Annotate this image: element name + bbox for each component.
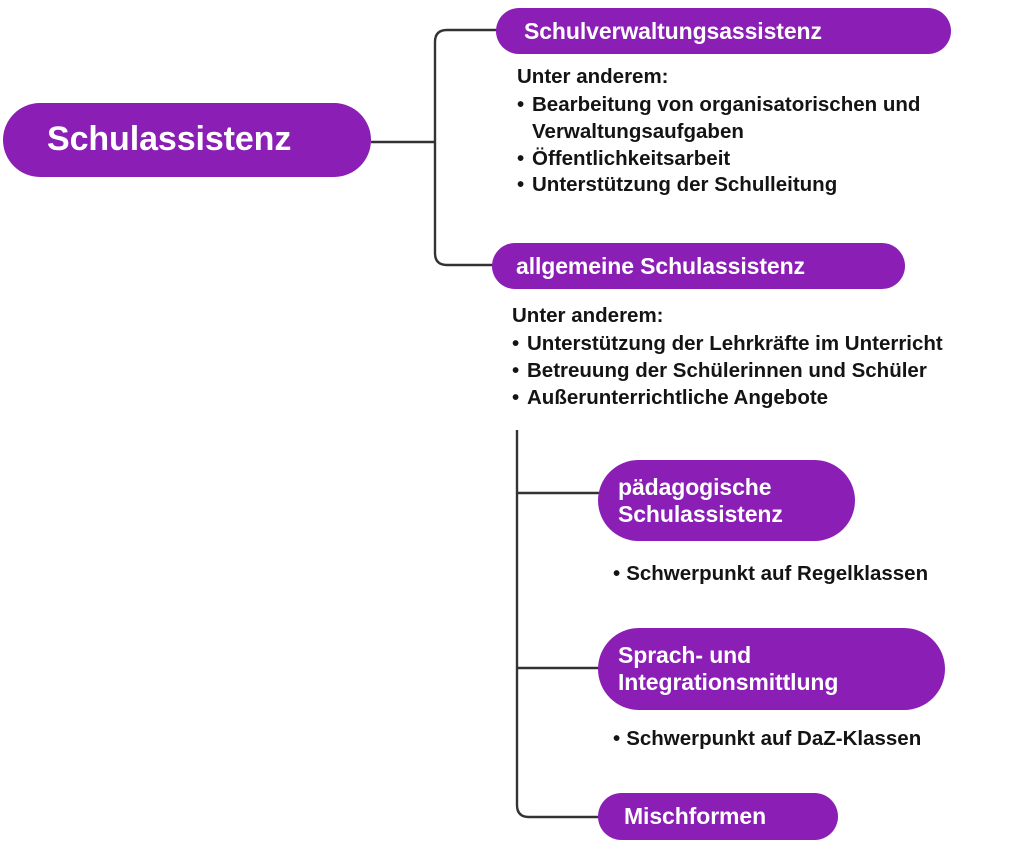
note-paedagogische-schulassistenz: •Schwerpunkt auf Regelklassen [613, 561, 928, 588]
list-item-label: Betreuung der Schülerinnen und Schüler [527, 358, 927, 382]
list-item-label: Bearbeitung von organisatorischen und Ve… [532, 92, 921, 143]
node-sprach-und-integrationsmittlung[interactable]: Sprach- und Integrationsmittlung [598, 628, 945, 710]
connector-trunk-upper [433, 28, 497, 142]
bullet-icon: • [512, 331, 520, 355]
notes-list-allgemeine-schulassistenz: • Unterstützung der Lehrkräfte im Unterr… [512, 331, 1024, 412]
list-item: • Unterstützung der Schulleitung [517, 172, 987, 199]
node-schulassistenz-label: Schulassistenz [47, 120, 292, 159]
bullet-icon: • [613, 562, 621, 585]
note-sprach-und-integrationsmittlung-label: Schwerpunkt auf DaZ-Klassen [626, 727, 922, 750]
list-item-label: Unterstützung der Schulleitung [532, 173, 838, 197]
list-item: • Unterstützung der Lehrkräfte im Unterr… [512, 331, 1024, 358]
node-schulassistenz[interactable]: Schulassistenz [3, 103, 371, 177]
bullet-icon: • [512, 358, 520, 382]
bullet-icon: • [613, 727, 621, 750]
note-paedagogische-schulassistenz-label: Schwerpunkt auf Regelklassen [626, 562, 929, 585]
notes-heading-allgemeine-schulassistenz: Unter anderem: [512, 304, 664, 327]
bullet-icon: • [512, 385, 520, 409]
list-item: • Betreuung der Schülerinnen und Schüler [512, 358, 1024, 385]
notes-allgemeine-schulassistenz: Unter anderem: • Unterstützung der Lehrk… [512, 303, 1024, 411]
list-item: • Öffentlichkeitsarbeit [517, 146, 987, 173]
node-mischformen[interactable]: Mischformen [598, 793, 838, 840]
list-item-label: Außerunterrichtliche Angebote [527, 385, 829, 409]
list-item-label: Unterstützung der Lehrkräfte im Unterric… [527, 331, 943, 355]
list-item-label: Öffentlichkeitsarbeit [532, 146, 731, 170]
node-mischformen-label: Mischformen [624, 803, 767, 830]
list-item: • Bearbeitung von organisatorischen und … [517, 92, 987, 146]
node-paedagogische-schulassistenz-label: pädagogische Schulassistenz [618, 473, 783, 527]
notes-schulverwaltungsassistenz: Unter anderem: • Bearbeitung von organis… [517, 64, 987, 199]
node-sprach-und-integrationsmittlung-label: Sprach- und Integrationsmittlung [618, 642, 839, 695]
node-schulverwaltungsassistenz-label: Schulverwaltungsassistenz [524, 17, 822, 44]
notes-list-schulverwaltungsassistenz: • Bearbeitung von organisatorischen und … [517, 92, 987, 199]
node-schulverwaltungsassistenz[interactable]: Schulverwaltungsassistenz [496, 8, 951, 54]
bullet-icon: • [517, 146, 525, 170]
notes-heading-schulverwaltungsassistenz: Unter anderem: [517, 65, 669, 88]
node-paedagogische-schulassistenz[interactable]: pädagogische Schulassistenz [598, 460, 855, 541]
list-item: • Außerunterrichtliche Angebote [512, 385, 1024, 412]
node-allgemeine-schulassistenz-label: allgemeine Schulassistenz [516, 252, 805, 279]
node-allgemeine-schulassistenz[interactable]: allgemeine Schulassistenz [492, 243, 905, 289]
connector-trunk-lower [433, 142, 493, 267]
note-sprach-und-integrationsmittlung: •Schwerpunkt auf DaZ-Klassen [613, 726, 921, 753]
bullet-icon: • [517, 92, 525, 116]
bullet-icon: • [517, 173, 525, 197]
connector-subtrunk [515, 430, 599, 819]
